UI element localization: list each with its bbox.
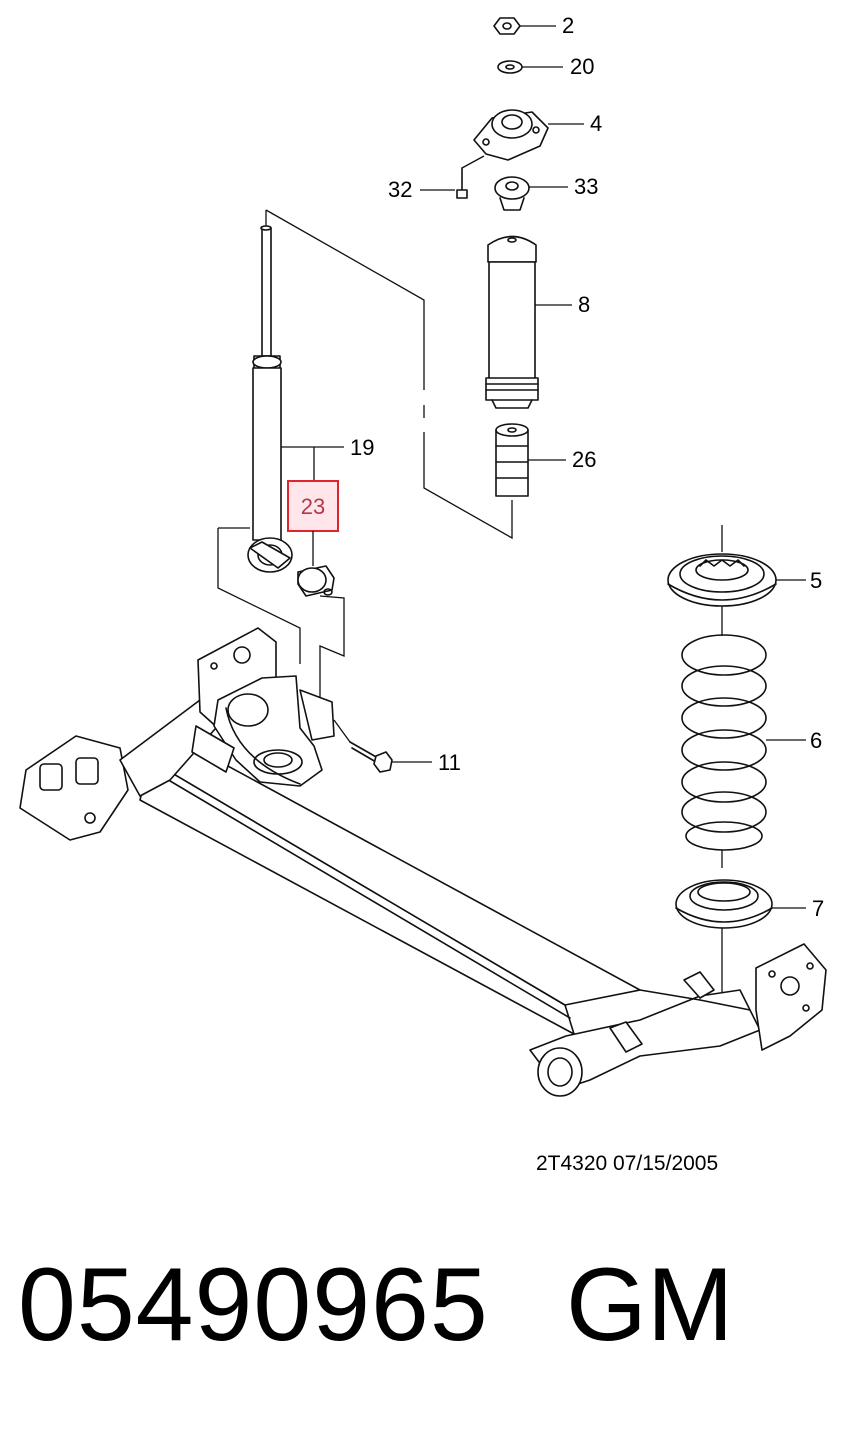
callout-26: 26 — [572, 447, 596, 472]
callout-32: 32 — [388, 177, 412, 202]
part-bushing-23[interactable] — [297, 565, 335, 597]
part-upper-spring-seat-5[interactable] — [667, 525, 777, 607]
part-washer-20[interactable] — [497, 60, 523, 74]
part-bump-stop-26[interactable] — [495, 423, 529, 497]
callout-11: 11 — [438, 750, 461, 775]
callout-8: 8 — [578, 292, 590, 317]
callout-2: 2 — [562, 13, 574, 38]
callout-20: 20 — [570, 54, 594, 79]
callout-23-highlight[interactable] — [287, 480, 339, 532]
part-bolt-11[interactable] — [333, 719, 393, 773]
rear-suspension-drawing: 2 20 4 32 33 8 — [19, 13, 827, 1097]
callout-6: 6 — [810, 728, 822, 753]
brand-name: GM — [566, 1247, 734, 1363]
callout-4: 4 — [590, 111, 602, 136]
part-number: 05490965 — [18, 1247, 489, 1363]
part-nut-2[interactable] — [493, 17, 521, 35]
part-shock-absorber-19[interactable] — [247, 225, 293, 573]
part-dust-boot-8[interactable] — [485, 235, 539, 409]
part-lower-spring-seat-7[interactable] — [675, 879, 773, 929]
callout-33: 33 — [574, 174, 598, 199]
callout-23: 23 — [301, 494, 325, 519]
drawing-reference: 2T4320 07/15/2005 — [536, 1152, 719, 1175]
part-top-mount-4[interactable] — [473, 109, 549, 161]
part-bolt-32[interactable] — [456, 167, 468, 199]
part-bushing-33[interactable] — [494, 176, 530, 211]
callout-7: 7 — [812, 896, 824, 921]
part-rear-axle-beam[interactable] — [19, 627, 827, 1097]
callout-5: 5 — [810, 568, 822, 593]
callout-19: 19 — [350, 435, 374, 460]
part-coil-spring-6[interactable] — [681, 606, 767, 851]
